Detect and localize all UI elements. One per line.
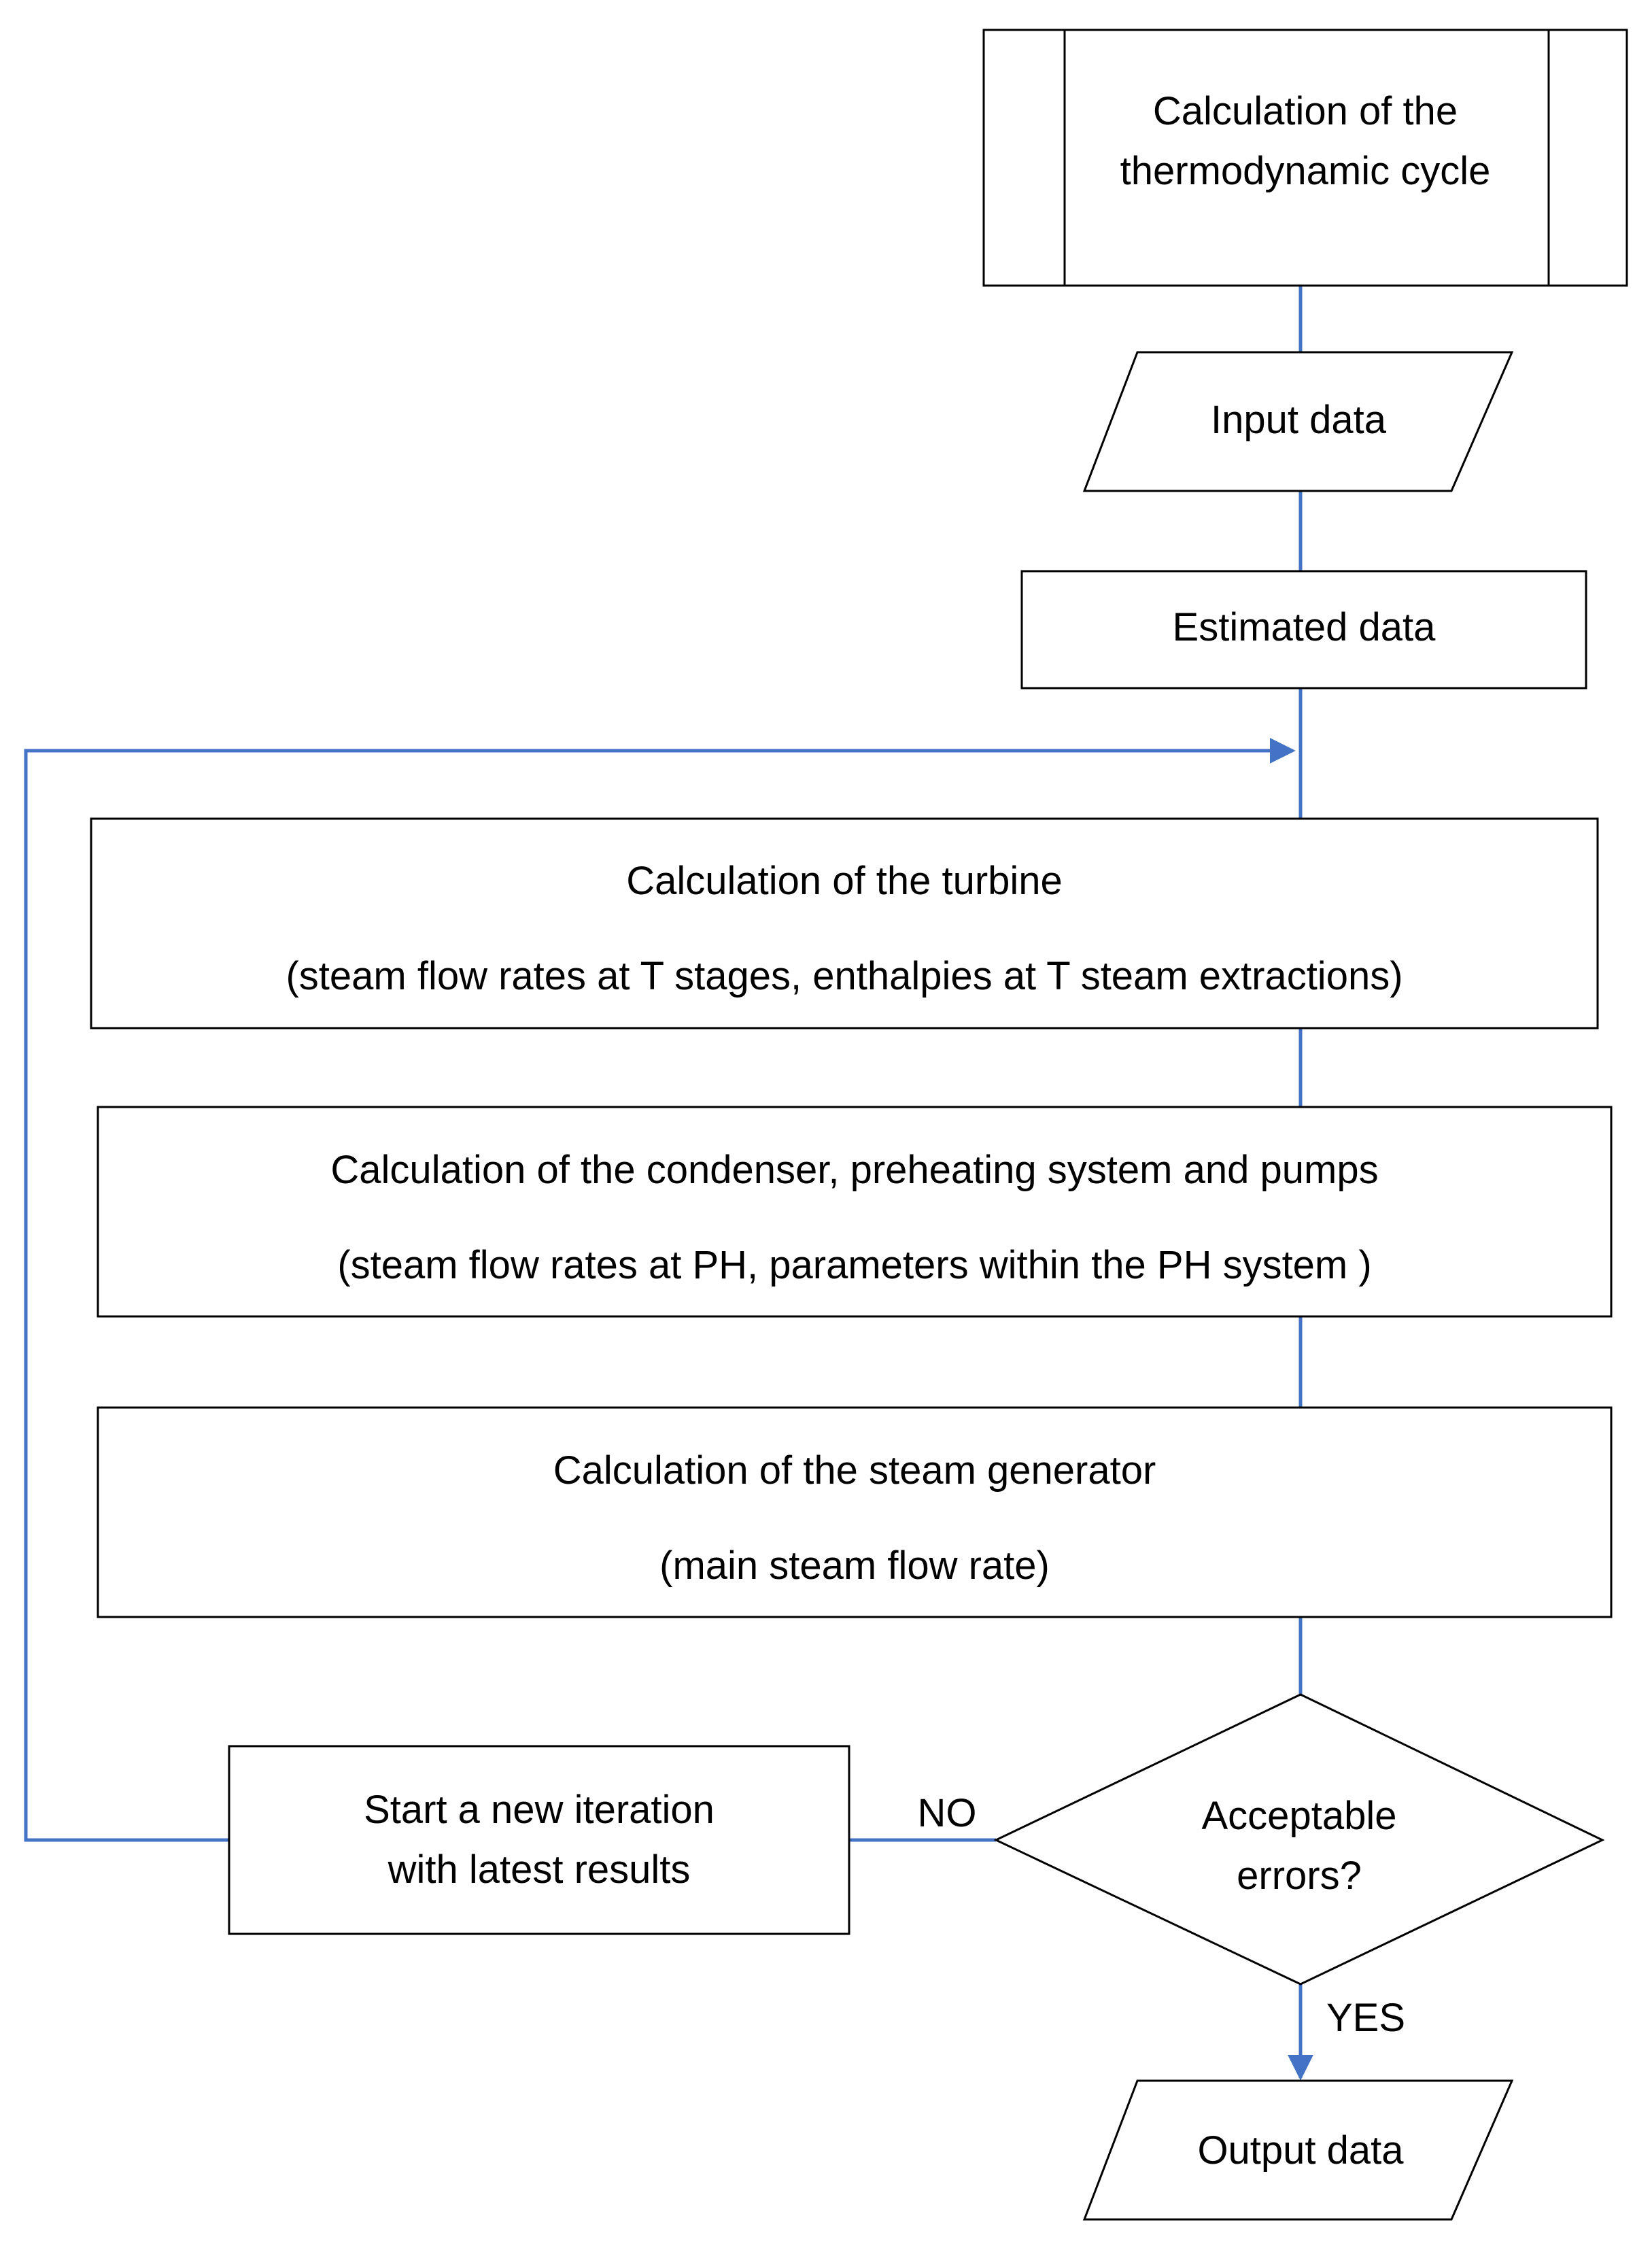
condenser-detail: (steam flow rates at PH, parameters with…	[337, 1243, 1371, 1287]
connector-feedback-loop	[24, 738, 1296, 1842]
node-new-iteration: Start a new iteration with latest result…	[228, 1745, 850, 1935]
decision-label-line1: Acceptable	[1202, 1794, 1397, 1838]
turbine-title: Calculation of the turbine	[626, 859, 1063, 903]
estimated-data-label: Estimated data	[1173, 605, 1436, 649]
input-data-label: Input data	[1211, 398, 1387, 442]
node-thermodynamic-cycle: Calculation of the thermodynamic cycle	[982, 29, 1628, 287]
node-estimated-data: Estimated data	[1020, 570, 1587, 689]
condenser-title: Calculation of the condenser, preheating…	[330, 1148, 1378, 1192]
turbine-detail: (steam flow rates at T stages, enthalpie…	[286, 954, 1403, 998]
subprocess-label-line2: thermodynamic cycle	[1120, 149, 1491, 193]
node-output-data: Output data	[1082, 2079, 1514, 2221]
output-data-label: Output data	[1197, 2128, 1404, 2173]
connectors	[24, 286, 1313, 2081]
node-turbine: Calculation of the turbine (steam flow r…	[90, 817, 1599, 1029]
decision-label-line2: errors?	[1237, 1854, 1362, 1898]
iteration-label-line2: with latest results	[388, 1847, 691, 1892]
node-steam-generator: Calculation of the steam generator (main…	[97, 1406, 1613, 1618]
node-input-data: Input data	[1082, 351, 1514, 492]
steam-generator-detail: (main steam flow rate)	[659, 1544, 1050, 1588]
steam-generator-title: Calculation of the steam generator	[553, 1448, 1156, 1493]
node-decision-acceptable-errors: Acceptable errors?	[993, 1693, 1605, 1986]
iteration-label-line1: Start a new iteration	[364, 1788, 715, 1832]
edge-label-yes: YES	[1326, 1996, 1405, 2040]
node-condenser-preheating-pumps: Calculation of the condenser, preheating…	[97, 1106, 1613, 1318]
subprocess-label-line1: Calculation of the	[1153, 89, 1458, 133]
edge-label-no: NO	[918, 1791, 977, 1835]
